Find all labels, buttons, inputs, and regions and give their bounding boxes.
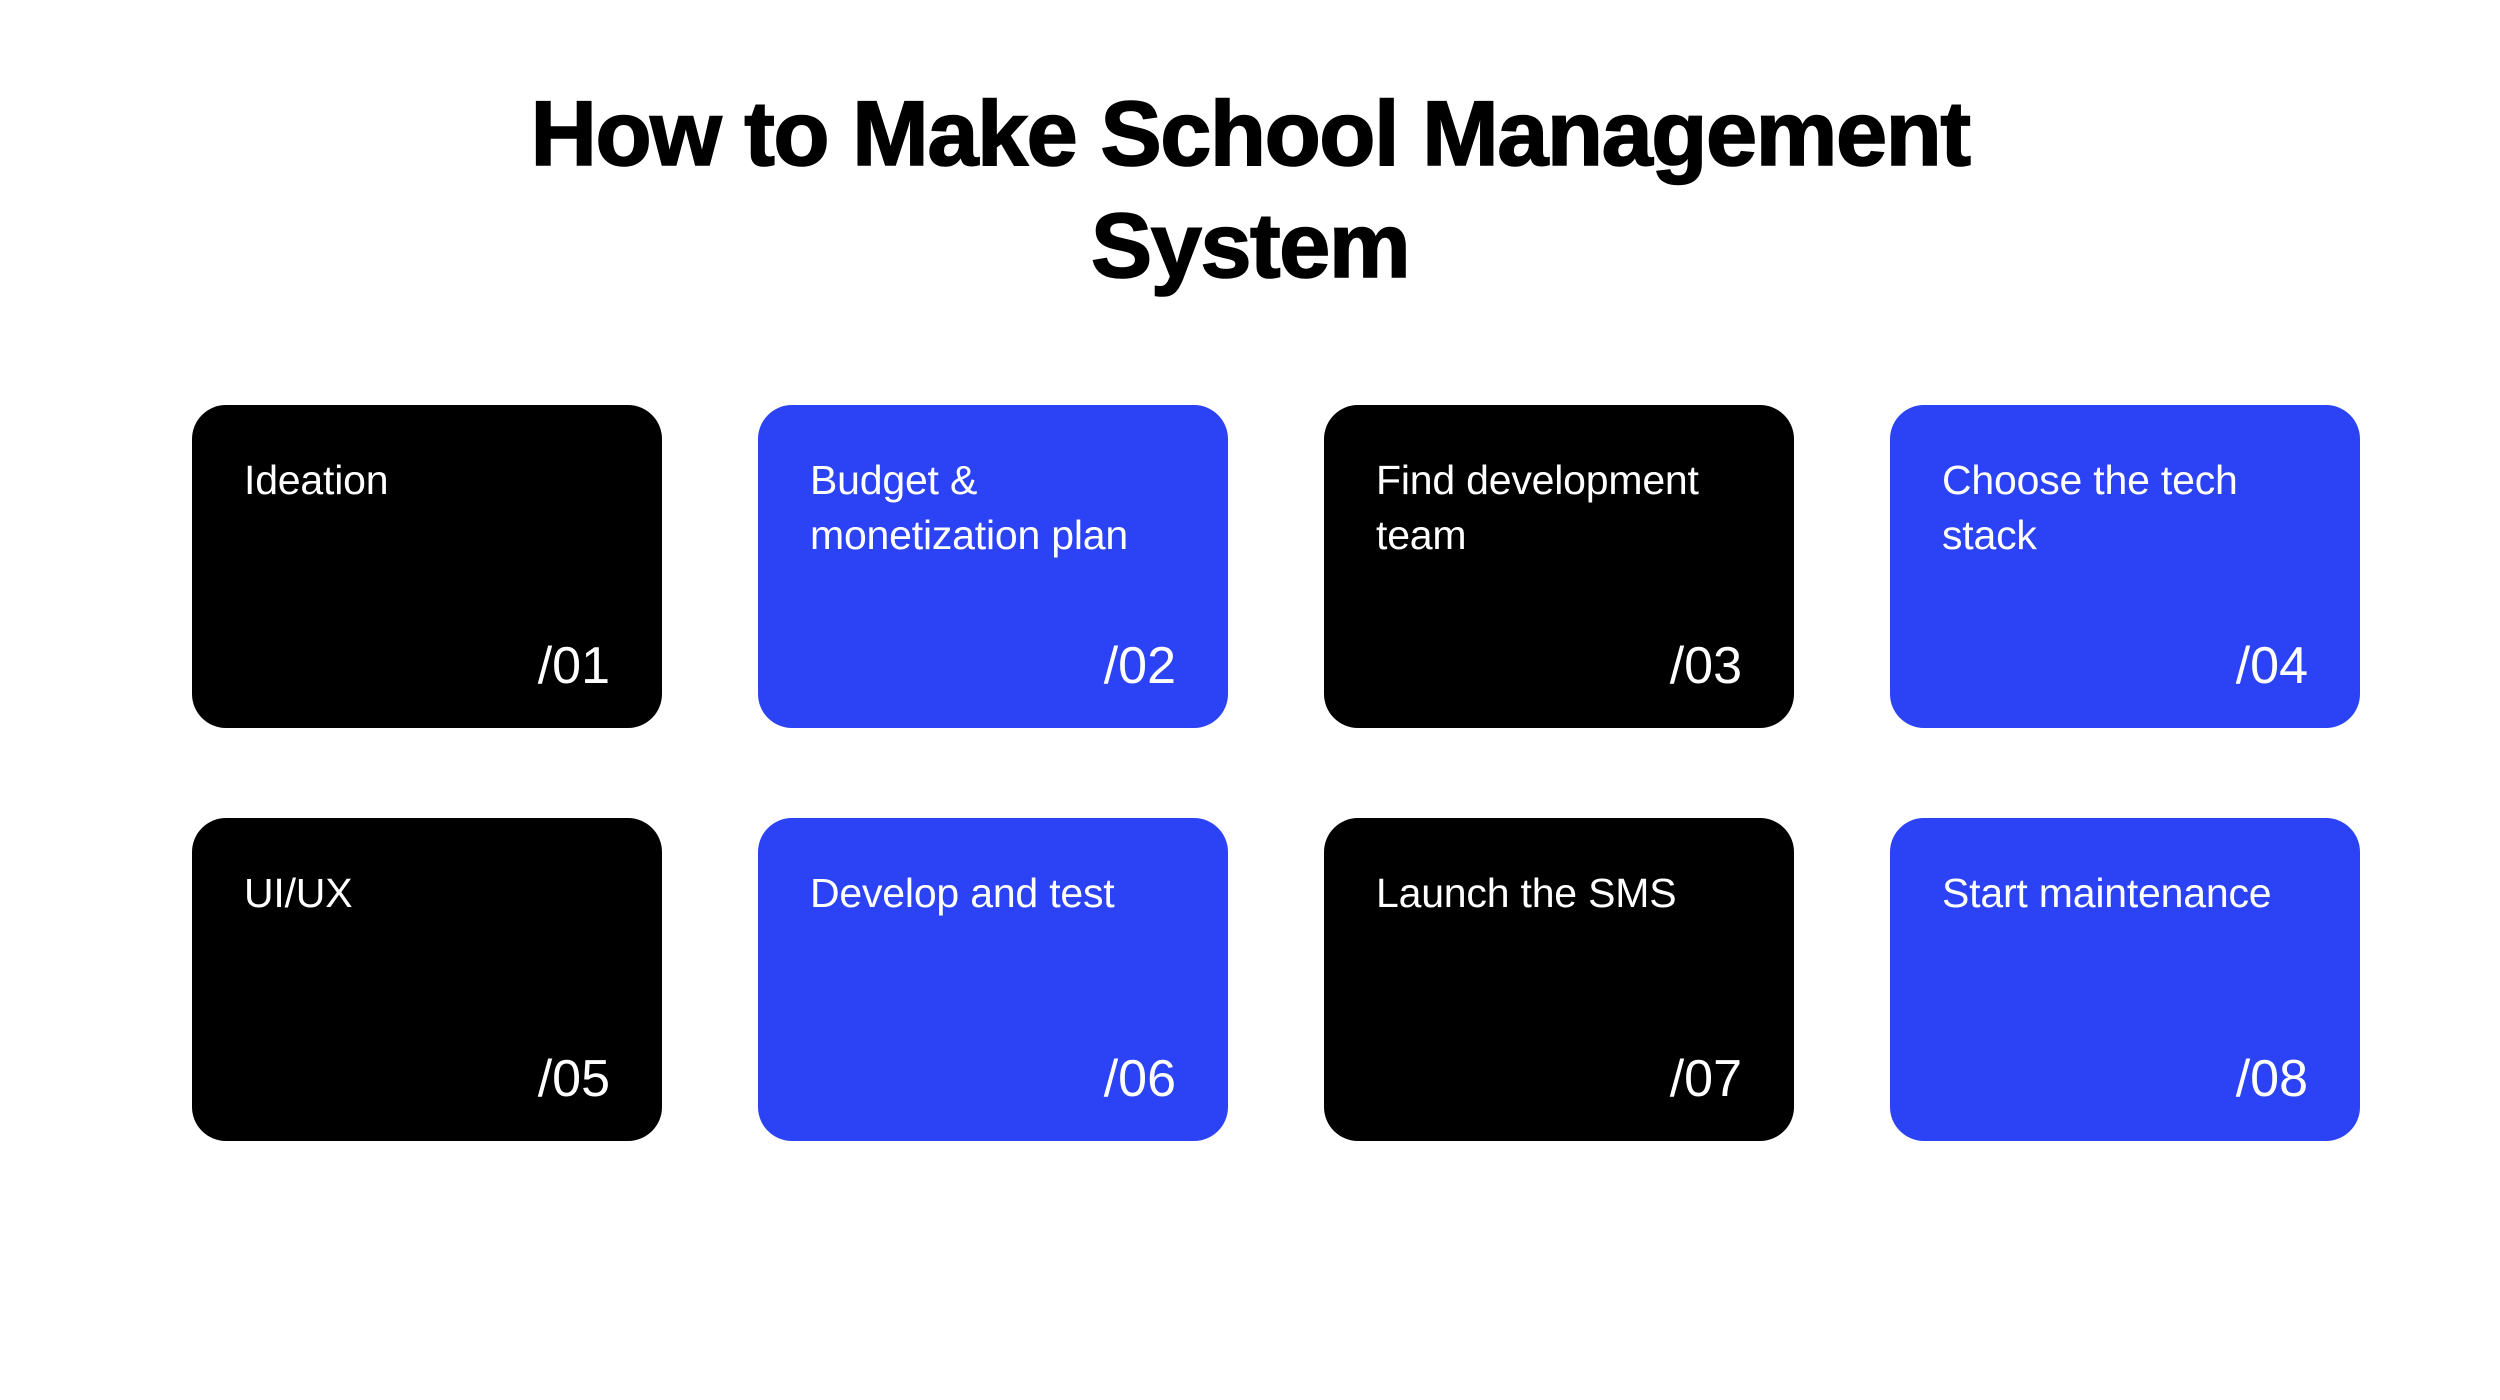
step-card-label: Start maintenance [1942,870,2272,916]
step-card-label: Choose the tech stack [1942,457,2238,558]
step-card-07[interactable]: Launch the SMS /07 [1324,818,1794,1141]
page-title-text: How to Make School Management System [0,78,2500,302]
step-card-label: Find development team [1376,457,1699,558]
step-card-number: /08 [2235,1050,2308,1108]
step-card-number: /06 [1103,1050,1176,1108]
step-card-05[interactable]: UI/UX /05 [192,818,662,1141]
step-card-number: /04 [2235,637,2308,695]
step-card-06[interactable]: Develop and test /06 [758,818,1228,1141]
step-card-number: /07 [1669,1050,1742,1108]
steps-grid: Ideation /01 Budget & monetization plan … [192,405,2362,1141]
page-title-line-1: How to Make School [530,82,1401,186]
step-card-label: Launch the SMS [1376,870,1677,916]
step-card-02[interactable]: Budget & monetization plan /02 [758,405,1228,728]
step-card-label: UI/UX [244,870,353,916]
step-card-03[interactable]: Find development team /03 [1324,405,1794,728]
page-title: How to Make School Management System [0,78,2500,302]
step-card-number: /01 [537,637,610,695]
step-card-label: Ideation [244,457,389,503]
step-card-04[interactable]: Choose the tech stack /04 [1890,405,2360,728]
step-card-01[interactable]: Ideation /01 [192,405,662,728]
page-title-line-2: Management System [1090,82,1972,298]
step-card-label: Develop and test [810,870,1115,916]
step-card-number: /02 [1103,637,1176,695]
step-card-number: /05 [537,1050,610,1108]
step-card-label: Budget & monetization plan [810,457,1128,558]
step-card-number: /03 [1669,637,1742,695]
step-card-08[interactable]: Start maintenance /08 [1890,818,2360,1141]
